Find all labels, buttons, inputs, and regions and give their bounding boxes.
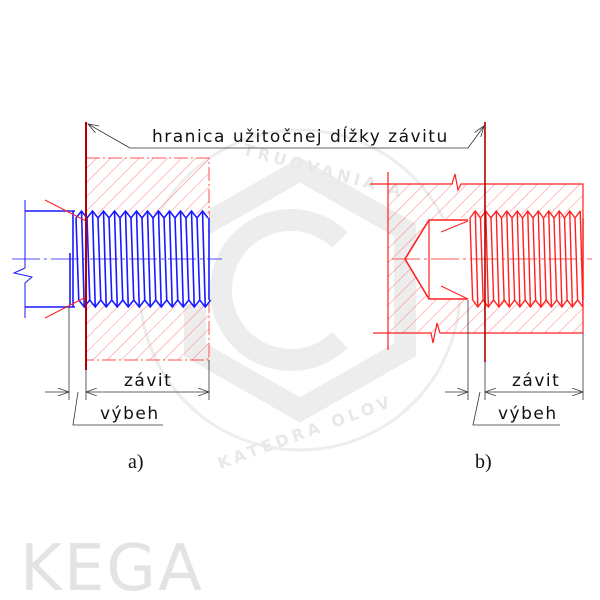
thread-line [506,210,511,308]
figure-a-external-thread: závit výbeh a) [12,122,222,473]
dimension-a [45,307,209,426]
thread-line [86,217,91,301]
thread-line [542,217,547,301]
thread-line [163,217,168,301]
kega-watermark: KEGA [20,532,204,600]
thread-line [157,210,163,308]
thread-length-label-b: závit [512,371,560,391]
dimension-b [445,300,583,426]
thread-line [80,210,86,308]
thread-line [201,210,207,308]
caption-a: a) [128,451,144,473]
boundary-leader: hranica užitočnej dĺžky závitu [88,124,484,149]
thread-line [469,209,581,220]
thread-line [119,217,124,301]
thread-length-label-a: závit [124,371,172,391]
thread-line [574,217,579,301]
thread-line [124,210,130,308]
boundary-label: hranica užitočnej dĺžky závitu [152,125,449,147]
thread-line [196,217,201,301]
runout-label-b: výbeh [498,404,558,424]
chamfer-line [44,199,87,222]
thread-line [472,298,584,309]
runout-label-a: výbeh [100,404,160,424]
chamfer-line [44,296,87,319]
figure-b-internal-thread: závit výbeh b) [370,122,592,473]
caption-b: b) [475,451,492,473]
thread-line [537,210,542,308]
